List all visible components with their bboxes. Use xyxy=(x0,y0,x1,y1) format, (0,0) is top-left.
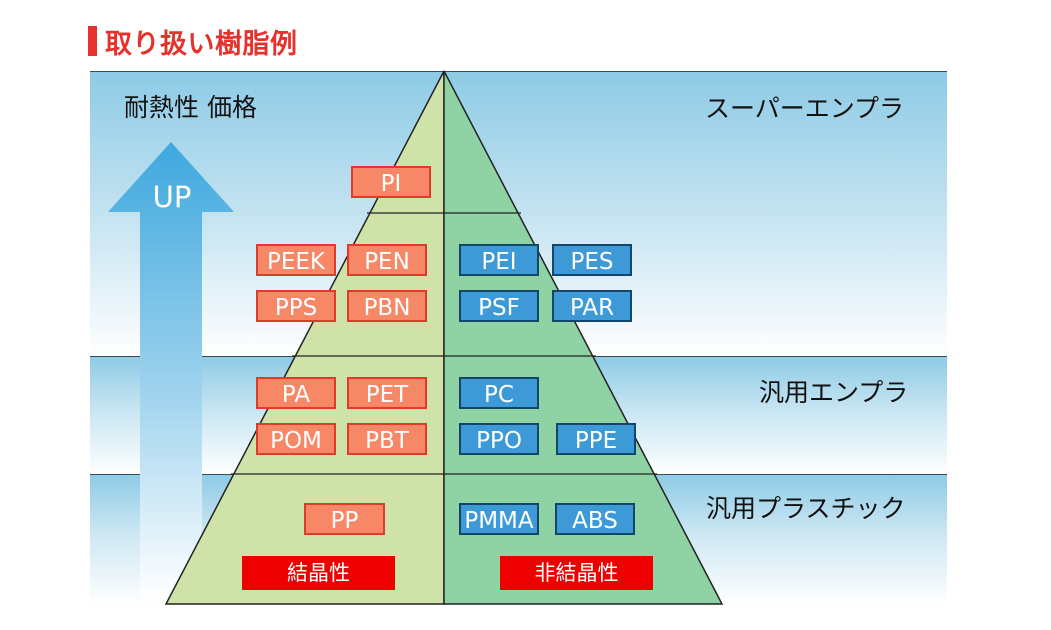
resin-box-pc: PC xyxy=(459,377,539,409)
page-title: 取り扱い樹脂例 xyxy=(105,28,298,60)
resin-box-pbn: PBN xyxy=(347,290,427,322)
resin-box-pes: PES xyxy=(552,244,632,276)
resin-box-pet: PET xyxy=(347,377,427,409)
amorphous-label: 非結晶性 xyxy=(500,556,653,590)
resin-box-pbt: PBT xyxy=(347,423,427,455)
up-arrow-label: UP xyxy=(152,180,192,214)
resin-box-par: PAR xyxy=(552,290,632,322)
resin-box-peek: PEEK xyxy=(256,244,336,276)
resin-box-psf: PSF xyxy=(459,290,539,322)
crystalline-label: 結晶性 xyxy=(242,556,395,590)
pyramid-right-half xyxy=(443,70,724,605)
resin-box-pmma: PMMA xyxy=(459,503,539,535)
resin-box-pa: PA xyxy=(256,377,336,409)
title-accent-bar xyxy=(88,26,97,56)
tier-label-general: 汎用プラスチック xyxy=(706,494,906,523)
resin-box-ppo: PPO xyxy=(459,423,539,455)
up-arrow-icon xyxy=(108,142,234,598)
resin-box-pom: POM xyxy=(256,423,336,455)
heat-resistance-price-label: 耐熱性 価格 xyxy=(124,93,257,122)
resin-box-pp: PP xyxy=(304,503,385,535)
resin-box-pi: PI xyxy=(351,166,431,198)
resin-box-abs: ABS xyxy=(555,503,635,535)
resin-box-pen: PEN xyxy=(347,244,427,276)
resin-box-pei: PEI xyxy=(459,244,539,276)
resin-box-pps: PPS xyxy=(256,290,336,322)
resin-box-ppe: PPE xyxy=(556,423,636,455)
tier-label-super: スーパーエンプラ xyxy=(705,94,905,123)
section-header: 取り扱い樹脂例 xyxy=(88,24,298,60)
tier-label-general-eng: 汎用エンプラ xyxy=(759,378,909,407)
